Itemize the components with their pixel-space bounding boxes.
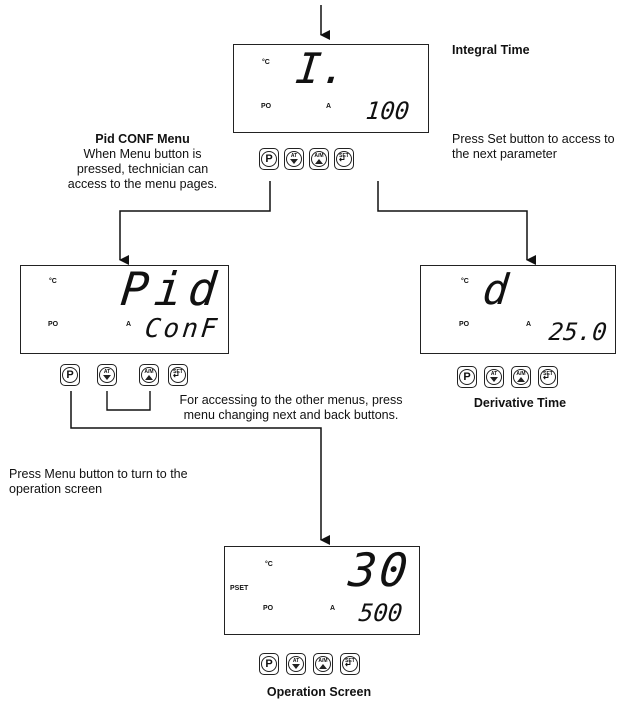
celsius-indicator: °C — [49, 278, 57, 285]
celsius-indicator: °C — [461, 278, 469, 285]
a-indicator: A — [126, 321, 132, 328]
at-label: AT — [103, 369, 111, 375]
am-label: A/M — [516, 371, 526, 377]
press-set-note: Press Set button to access to the next p… — [452, 132, 615, 161]
celsius-indicator: °C — [262, 59, 270, 66]
am-label: A/M — [318, 658, 328, 664]
display-bottom-value: 100 — [364, 97, 411, 125]
enter-icon: ↵ — [543, 373, 550, 382]
pset-indicator: PSET — [230, 585, 249, 592]
operation-screen-label: Operation Screen — [266, 685, 372, 699]
menu-button[interactable]: P — [60, 364, 80, 386]
menu-button[interactable]: P — [259, 653, 279, 675]
up-arrow-icon — [517, 377, 525, 382]
set-button[interactable]: SET↵ — [334, 148, 354, 170]
am-button[interactable]: A/M — [511, 366, 531, 388]
enter-icon: ↵ — [345, 660, 352, 669]
po-indicator: PO — [48, 321, 59, 328]
menu-button[interactable]: P — [457, 366, 477, 388]
a-indicator: A — [526, 321, 532, 328]
down-arrow-icon — [103, 375, 111, 380]
at-button[interactable]: AT — [484, 366, 504, 388]
up-arrow-icon — [319, 664, 327, 669]
am-label: A/M — [144, 369, 154, 375]
enter-icon: ↵ — [339, 155, 346, 164]
pid-conf-body: When Menu button is pressed, technician … — [67, 147, 218, 191]
display-bottom-value: ConF — [143, 314, 222, 344]
po-indicator: PO — [263, 605, 274, 612]
at-button[interactable]: AT — [97, 364, 117, 386]
menu-button[interactable]: P — [259, 148, 279, 170]
integral-time-label: Integral Time — [452, 43, 530, 57]
arrow-to-pid — [119, 181, 271, 265]
pid-conf-note: Pid CONF Menu When Menu button is presse… — [60, 132, 225, 192]
up-arrow-icon — [145, 375, 153, 380]
enter-icon: ↵ — [173, 371, 180, 380]
po-indicator: PO — [459, 321, 470, 328]
down-arrow-icon — [490, 377, 498, 382]
p-label: P — [265, 658, 273, 670]
derivative-time-label: Derivative Time — [473, 396, 567, 410]
set-label: SET — [345, 658, 355, 664]
a-indicator: A — [330, 605, 336, 612]
at-button[interactable]: AT — [286, 653, 306, 675]
set-button[interactable]: SET↵ — [538, 366, 558, 388]
arrow-to-operation — [70, 391, 330, 545]
integral-time-display: °C PO A I. 100 — [233, 44, 429, 133]
display-bottom-value: 25.0 — [547, 318, 609, 346]
set-label: SET — [543, 371, 553, 377]
next-back-bracket — [106, 391, 151, 411]
display-top-value: 30 — [346, 543, 414, 597]
arrow-to-derivative — [377, 181, 536, 265]
down-arrow-icon — [290, 159, 298, 164]
am-button[interactable]: A/M — [139, 364, 159, 386]
am-button[interactable]: A/M — [309, 148, 329, 170]
set-label: SET — [173, 369, 183, 375]
display-top-value: d — [480, 265, 511, 314]
am-label: A/M — [314, 153, 324, 159]
po-indicator: PO — [261, 103, 272, 110]
display-top-value: Pid — [118, 262, 225, 316]
at-label: AT — [290, 153, 298, 159]
up-arrow-icon — [315, 159, 323, 164]
set-label: SET — [339, 153, 349, 159]
celsius-indicator: °C — [265, 561, 273, 568]
at-label: AT — [490, 371, 498, 377]
p-label: P — [66, 369, 74, 381]
p-label: P — [463, 371, 471, 383]
pid-conf-display: °C PO A Pid ConF — [20, 262, 229, 354]
display-bottom-value: 500 — [357, 599, 404, 627]
at-label: AT — [292, 658, 300, 664]
display-top-value: I. — [293, 44, 350, 93]
operation-display: PSET °C PO A 30 500 — [224, 543, 420, 635]
accessing-menus-note: For accessing to the other menus, press … — [179, 393, 403, 422]
set-button[interactable]: SET↵ — [340, 653, 360, 675]
set-button[interactable]: SET↵ — [168, 364, 188, 386]
pid-conf-title: Pid CONF Menu — [95, 132, 190, 146]
derivative-time-display: °C PO A d 25.0 — [420, 265, 616, 354]
p-label: P — [265, 153, 273, 165]
am-button[interactable]: A/M — [313, 653, 333, 675]
down-arrow-icon — [292, 664, 300, 669]
a-indicator: A — [326, 103, 332, 110]
press-menu-note: Press Menu button to turn to the operati… — [9, 467, 188, 496]
at-button[interactable]: AT — [284, 148, 304, 170]
